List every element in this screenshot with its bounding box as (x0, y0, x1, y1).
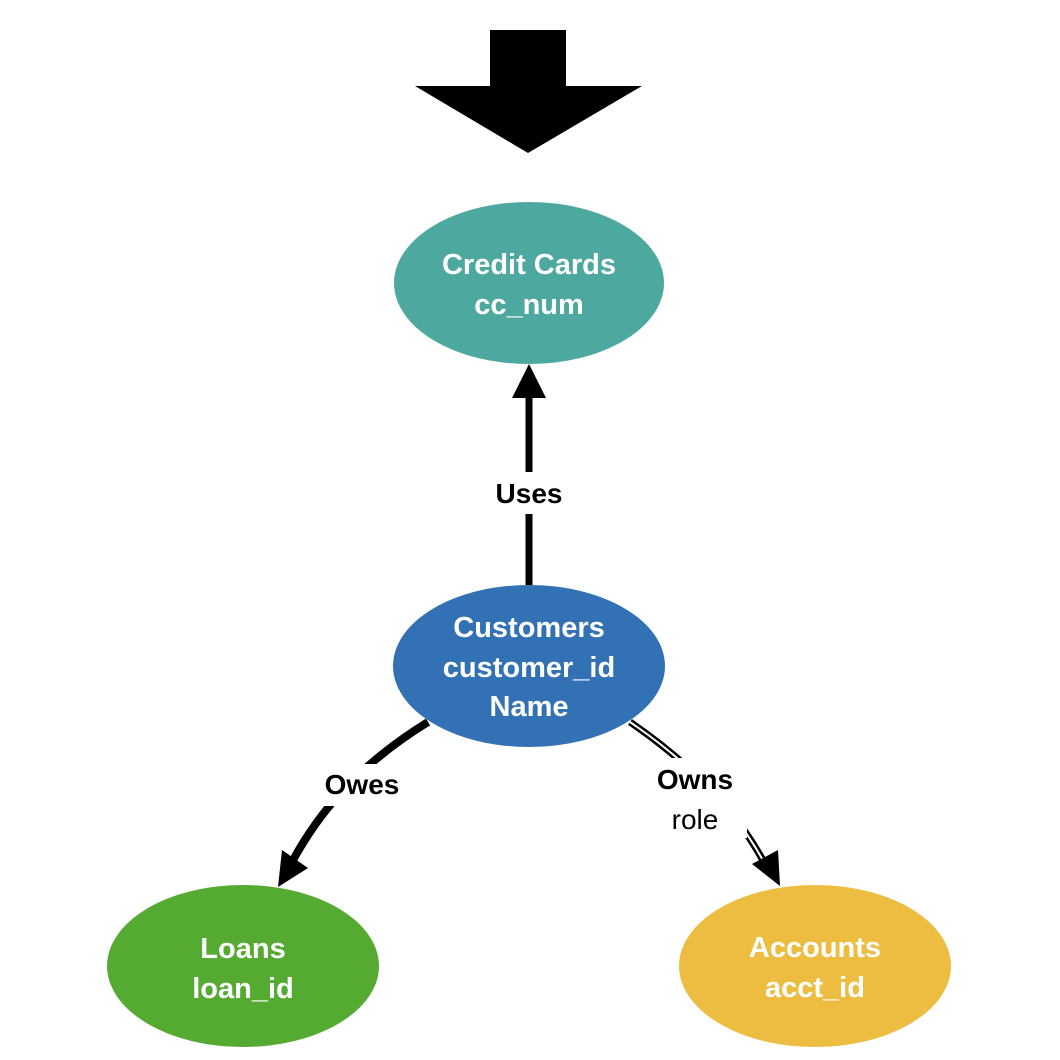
edge-uses: Uses (486, 364, 572, 585)
node-accounts-title: Accounts (749, 932, 881, 964)
node-accounts-attr: acct_id (765, 972, 865, 1004)
node-credit-cards-attr: cc_num (474, 289, 584, 321)
node-loans[interactable]: Loans loan_id (107, 885, 379, 1047)
node-customers-attr-id: customer_id (443, 652, 615, 684)
node-credit-cards-title: Credit Cards (442, 249, 616, 281)
node-customers-shape (393, 585, 665, 747)
edge-owns-label: Owns (657, 764, 733, 795)
node-credit-cards[interactable]: Credit Cards cc_num (394, 202, 664, 364)
node-accounts[interactable]: Accounts acct_id (679, 885, 951, 1047)
edge-owns-attr: role (672, 804, 719, 835)
edge-owns: Owns role (628, 719, 780, 886)
node-accounts-shape (679, 885, 951, 1047)
node-customers[interactable]: Customers customer_id Name (393, 585, 665, 747)
edge-owes-label: Owes (325, 769, 400, 800)
edge-uses-arrowhead-icon (512, 364, 546, 398)
node-loans-shape (107, 885, 379, 1047)
node-credit-cards-shape (394, 202, 664, 364)
node-loans-attr: loan_id (192, 973, 294, 1005)
entry-arrow-icon (415, 30, 642, 153)
node-customers-title: Customers (453, 612, 605, 644)
node-customers-attr-name: Name (490, 691, 569, 723)
edge-owes-arrowhead-icon (278, 850, 308, 887)
edge-owes: Owes (278, 718, 431, 887)
edge-uses-label: Uses (496, 478, 563, 509)
node-loans-title: Loans (200, 933, 285, 965)
edge-owns-arrowhead-icon (752, 850, 780, 886)
